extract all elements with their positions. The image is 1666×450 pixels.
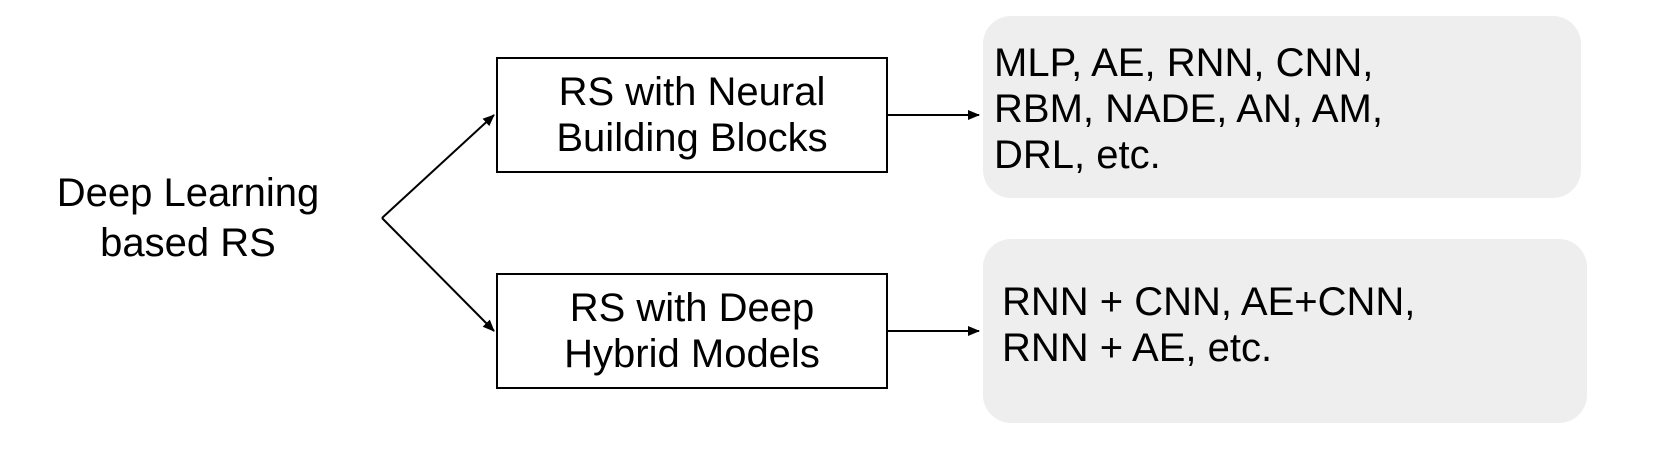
branch-box-line: RS with Deep xyxy=(569,286,815,330)
branch-box-deep-hybrid-models: RS with Deep Hybrid Models xyxy=(496,273,888,389)
root-node-line: based RS xyxy=(100,221,276,265)
detail-panel-deep-hybrid-models: RNN + CNN, AE+CNN, RNN + AE, etc. xyxy=(983,239,1587,423)
branch-box-line: RS with Neural xyxy=(558,70,826,114)
detail-panel-line: RBM, NADE, AN, AM, xyxy=(994,87,1383,131)
detail-panel-line: RNN + AE, etc. xyxy=(1002,326,1273,370)
branch-box-line: Hybrid Models xyxy=(564,332,820,376)
root-node-line: Deep Learning xyxy=(56,171,320,215)
detail-panel-line: MLP, AE, RNN, CNN, xyxy=(994,41,1374,85)
arrow-root-to-hybrid-models xyxy=(381,217,495,332)
branch-box-neural-building-blocks: RS with Neural Building Blocks xyxy=(496,57,888,173)
detail-panel-line: RNN + CNN, AE+CNN, xyxy=(1002,280,1416,324)
branch-box-line: Building Blocks xyxy=(556,116,828,160)
detail-panel-line: DRL, etc. xyxy=(994,133,1161,177)
root-node-deep-learning-rs: Deep Learning based RS xyxy=(28,168,348,268)
arrow-root-to-neural-blocks xyxy=(381,114,495,219)
detail-panel-neural-building-blocks: MLP, AE, RNN, CNN, RBM, NADE, AN, AM, DR… xyxy=(983,16,1581,198)
